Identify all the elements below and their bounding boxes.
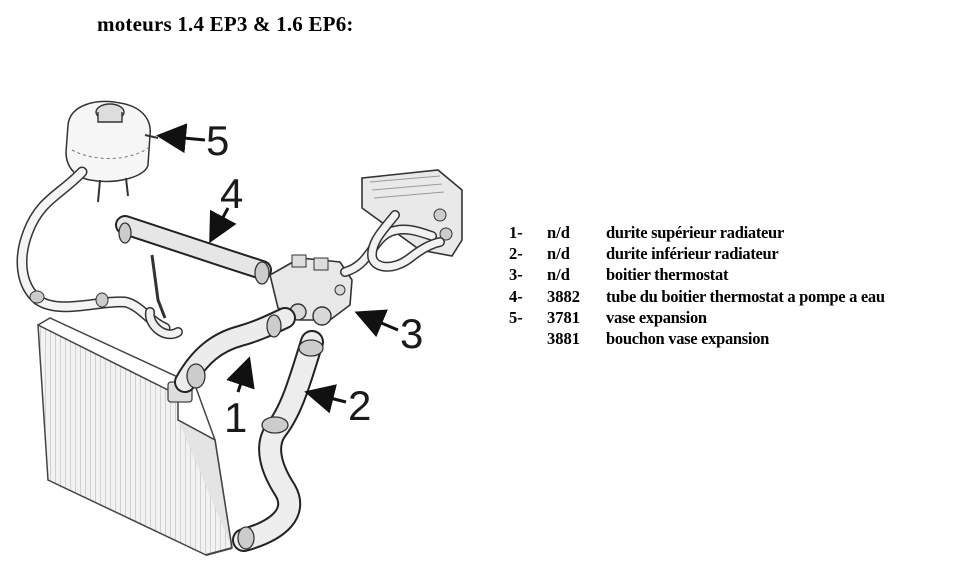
legend-description: durite inférieur radiateur: [606, 244, 779, 264]
legend-number: 5-: [509, 307, 523, 327]
callout-2: 2: [348, 382, 371, 429]
arrow-1: [226, 356, 255, 393]
legend-reference: n/d: [547, 223, 570, 242]
legend-description: vase expansion: [606, 307, 707, 327]
callout-1: 1: [224, 394, 247, 441]
thermostat-housing: [269, 254, 353, 326]
arrow-2: [304, 384, 347, 414]
lower-radiator-hose: [232, 330, 324, 552]
arrow-5: [156, 123, 206, 154]
callout-5: 5: [206, 117, 229, 164]
legend-number: 1-: [509, 223, 523, 242]
arrow-4: [209, 207, 237, 244]
legend-number: 3-: [509, 265, 523, 285]
arrow-3: [354, 309, 399, 338]
legend-reference: 3781: [547, 307, 580, 327]
legend-number: 2-: [509, 244, 523, 264]
legend-reference: n/d: [547, 244, 570, 264]
upper-radiator-hose: [174, 307, 296, 393]
tank-hose: [16, 166, 171, 334]
expansion-tank: [65, 100, 159, 203]
page-title: moteurs 1.4 EP3 & 1.6 EP6:: [97, 12, 354, 36]
legend-reference: 3881: [547, 328, 580, 348]
legend-description: bouchon vase expansion: [606, 328, 770, 348]
legend-description: boitier thermostat: [606, 265, 729, 285]
callout-arrows: [156, 123, 399, 414]
thermostat-tube: [115, 215, 272, 340]
legend-number: 4-: [509, 286, 523, 306]
heater-core: [340, 169, 463, 277]
callout-4: 4: [220, 170, 243, 217]
callout-3: 3: [400, 310, 423, 357]
legend-description: tube du boitier thermostat a pompe a eau: [606, 286, 885, 306]
legend-reference: n/d: [547, 265, 570, 285]
legend-description: durite supérieur radiateur: [606, 223, 784, 242]
legend-reference: 3882: [547, 286, 580, 306]
